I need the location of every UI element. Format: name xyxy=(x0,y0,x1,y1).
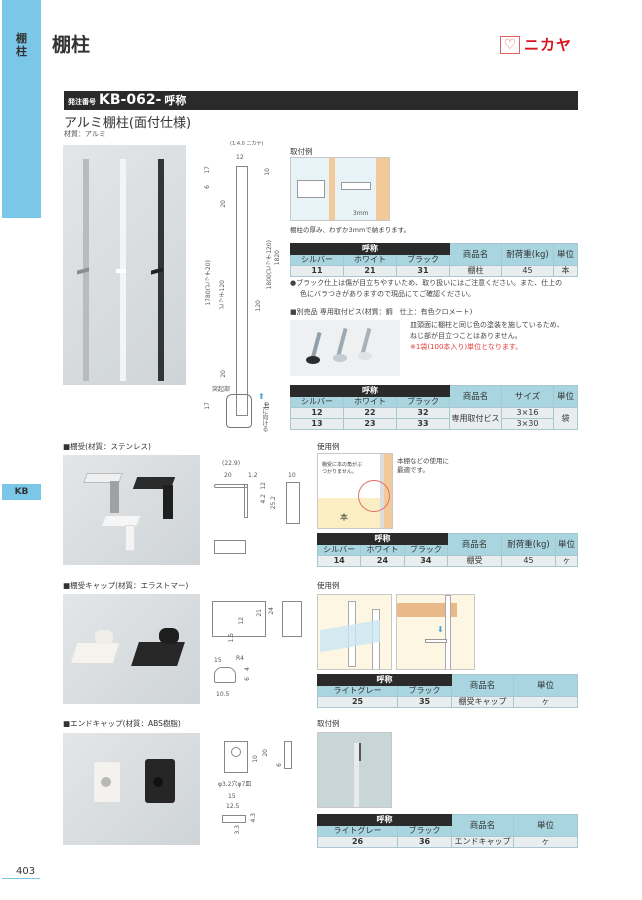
table-row: 11 21 31 棚柱 45 本 xyxy=(290,265,578,277)
screws-note: ※1袋(100本入り)単位となります。 xyxy=(410,343,523,351)
product-material: 材質：アルミ xyxy=(64,130,106,138)
end-cap-install-illustration xyxy=(317,732,392,808)
arrow-up-icon: ⬆ xyxy=(258,392,265,401)
protrusion-label: 突起部 xyxy=(212,386,231,393)
bracket-cap-usage-illustration-2: ⬇ xyxy=(396,594,475,670)
rail-spec-table: 呼称 商品名 耐荷重(kg) 単位 シルバー ホワイト ブラック 11 21 3… xyxy=(290,243,578,277)
install-example-label: 取付例 xyxy=(290,147,313,156)
rail-outline xyxy=(236,166,248,416)
rail-note-2: 色にバラつきがありますので現品にてご確認ください。 xyxy=(300,290,475,298)
bracket-cap-usage-label: 使用例 xyxy=(317,581,340,590)
order-prefix: 発注番号 xyxy=(68,98,96,106)
bracket-usage-note-2: 最適です。 xyxy=(397,466,429,474)
screws-spec-table: 呼称 商品名 サイズ 単位 シルバー ホワイト ブラック 12 22 32 専用… xyxy=(290,385,578,430)
end-cap-spec-table: 呼称 商品名 単位 ライトグレー ブラック 26 36 エンドキャップ ヶ xyxy=(316,814,578,848)
rail-drawing: (1:4.0 ニカヤ) 12 17 6 20 1780(ピッチ20) ピッチ12… xyxy=(200,140,285,430)
bracket-cap-drawing: 12 21 24 1.5 15 R4 4 6 10.5 xyxy=(208,597,308,707)
install-illustration: 3mm xyxy=(290,157,390,221)
bracket-photo xyxy=(63,455,200,565)
bracket-drawing: (22.9) 20 1.2 10 12 4.2 25.2 xyxy=(208,460,308,570)
screws-desc-1: 皿頭面に棚柱と同じ色の塗装を施しているため、 xyxy=(410,321,564,329)
end-cap-drawing: 10 20 6 φ3.2穴φ7皿 15 12.5 3.3 4.3 xyxy=(208,735,308,850)
side-tab-label: 棚 柱 xyxy=(16,32,27,58)
brand-name: ニカヤ xyxy=(524,36,573,54)
order-suffix: 呼称 xyxy=(164,94,187,107)
end-cap-install-label: 取付例 xyxy=(317,719,340,728)
bracket-usage-note-1: 本棚などの使用に xyxy=(397,457,449,465)
bracket-spec-table: 呼称 商品名 耐荷重(kg) 単位 シルバー ホワイト ブラック 14 24 3… xyxy=(316,533,578,567)
brand-logo: ♡ ニカヤ xyxy=(500,34,572,55)
screws-heading: ■別売品 専用取付ビス(材質：鋼 仕上：有色クロメート) xyxy=(290,308,473,316)
page-number: 403 xyxy=(16,866,36,877)
rail-note-1: ●ブラック仕上は傷が目立ちやすいため、取り扱いにはご注意ください。また、仕上の xyxy=(290,279,563,287)
bracket-cap-spec-table: 呼称 商品名 単位 ライトグレー ブラック 25 35 棚受キャップ ヶ xyxy=(316,674,578,708)
bracket-heading: ■棚受(材質：ステンレス) xyxy=(63,442,151,451)
side-index-tab[interactable]: 棚 柱 xyxy=(2,0,41,218)
rail-photo xyxy=(63,145,186,385)
install-caption: 棚柱の厚み、わずか3mmで納まります。 xyxy=(290,226,411,234)
end-cap-heading: ■エンドキャップ(材質：ABS樹脂) xyxy=(63,719,181,728)
bracket-usage-label: 使用例 xyxy=(317,442,340,451)
table-row: 14 24 34 棚受 45 ヶ xyxy=(316,555,578,567)
screws-desc-2: ねじ部が目立つことはありません。 xyxy=(410,332,522,340)
order-code: KB-062- xyxy=(99,92,162,108)
order-number-bar: 発注番号 KB-062- 呼称 xyxy=(64,91,578,110)
heart-icon: ♡ xyxy=(500,35,520,54)
table-row: 12 22 32 専用取付ビス 3×16 袋 xyxy=(290,407,578,430)
section-code-tab[interactable]: KB xyxy=(2,484,41,500)
product-name: アルミ棚柱(面付仕様) xyxy=(64,116,192,131)
bracket-usage-illustration: 棚受に本の角がぶつかりません。 本 xyxy=(317,453,393,529)
screws-photo xyxy=(290,320,400,376)
bracket-cap-heading: ■棚受キャップ(材質：エラストマー) xyxy=(63,581,189,590)
end-cap-photo xyxy=(63,733,200,845)
page-title: 棚柱 xyxy=(52,34,91,56)
bracket-cap-photo xyxy=(63,594,200,704)
bracket-cap-usage-illustration-1 xyxy=(317,594,392,670)
rail-cross-section xyxy=(226,394,252,428)
bracket-white xyxy=(116,269,126,273)
page-number-underline xyxy=(2,878,40,879)
table-row: 25 35 棚受キャップ ヶ xyxy=(316,696,578,708)
table-row: 26 36 エンドキャップ ヶ xyxy=(316,836,578,848)
up-label: 上に向ける xyxy=(261,402,268,432)
table-row: 13 23 33 3×30 xyxy=(290,418,578,430)
